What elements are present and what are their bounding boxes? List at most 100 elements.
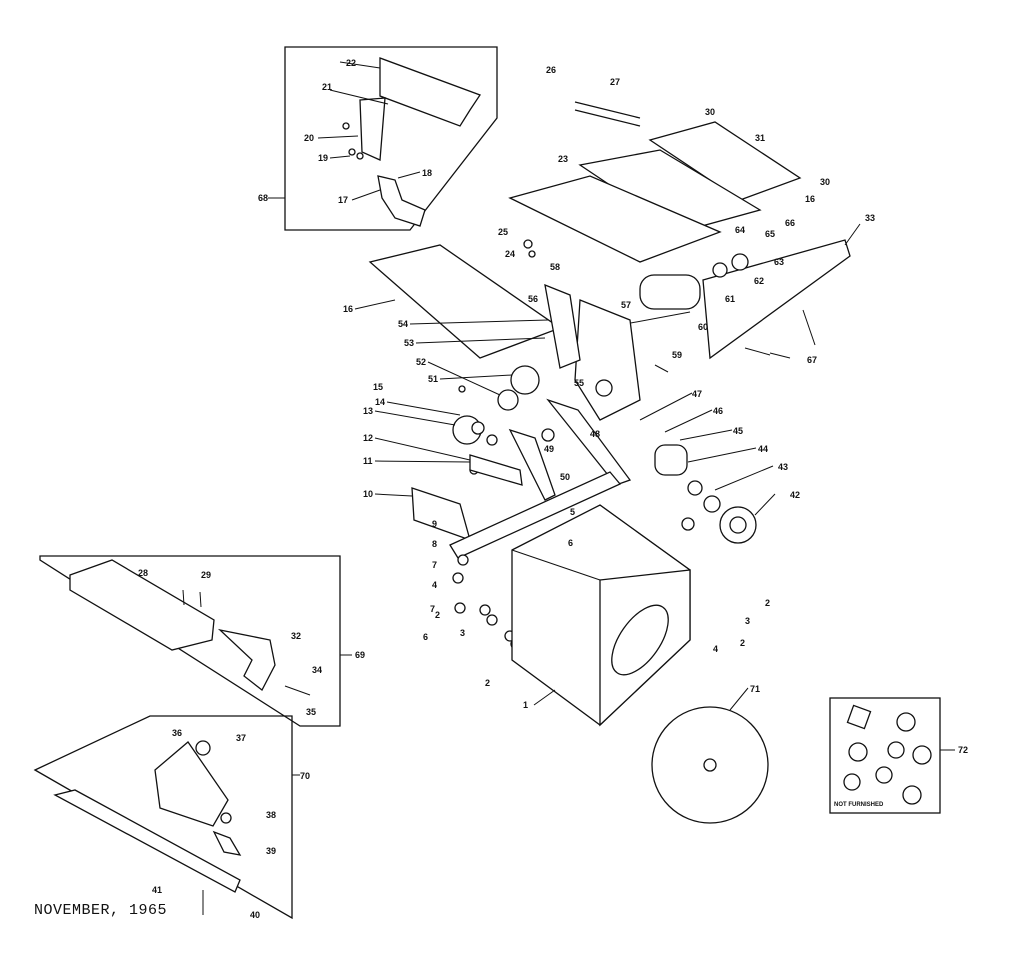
- label-13: 13: [363, 406, 373, 416]
- label-36: 36: [172, 728, 182, 738]
- label-72: 72: [958, 745, 968, 755]
- label-3: 3: [745, 616, 750, 626]
- label-66: 66: [785, 218, 795, 228]
- part-34-pin: [284, 685, 311, 696]
- part-56-plate: [544, 283, 581, 369]
- label-3: 3: [460, 628, 465, 638]
- part-1-cabinet: [511, 504, 691, 727]
- footer-date: NOVEMBER, 1965: [34, 902, 168, 919]
- label-16: 16: [343, 304, 353, 314]
- part-48-yoke: [574, 299, 641, 421]
- part-26-strip: [574, 101, 641, 119]
- label-40: 40: [250, 910, 260, 920]
- label-56: 56: [528, 294, 538, 304]
- label-48: 48: [590, 429, 600, 439]
- label-12: 12: [363, 433, 373, 443]
- label-18: 18: [422, 168, 432, 178]
- inset-69-frame: [39, 555, 341, 727]
- label-30: 30: [705, 107, 715, 117]
- part-32-clamp: [217, 628, 276, 691]
- label-41: 41: [152, 885, 162, 895]
- label-24: 24: [505, 249, 515, 259]
- part-62-washer: [712, 262, 728, 278]
- label-29: 29: [201, 570, 211, 580]
- part-labels: 1 2 2 2 2 3 3 4 4 5 6 6 7 7 8 9 10 11 12…: [138, 58, 968, 920]
- label-4: 4: [713, 644, 718, 654]
- label-5: 5: [570, 507, 575, 517]
- part-64-table: [508, 175, 722, 263]
- label-34: 34: [312, 665, 322, 675]
- label-2: 2: [765, 598, 770, 608]
- part-71-saw-blade: [651, 706, 769, 824]
- inset-72-wrench-kit: NOT FURNISHED: [829, 697, 955, 814]
- label-4: 4: [432, 580, 437, 590]
- inset-70-frame: [33, 715, 293, 920]
- label-54: 54: [398, 319, 408, 329]
- inset-70-miter-gauge: [33, 715, 300, 920]
- label-44: 44: [758, 444, 768, 454]
- part-49-washer: [541, 428, 555, 442]
- label-14: 14: [375, 397, 385, 407]
- label-57: 57: [621, 300, 631, 310]
- label-58: 58: [550, 262, 560, 272]
- part-10-slide: [411, 487, 471, 542]
- part-52-bushing: [497, 389, 519, 411]
- part-59-pin: [654, 364, 669, 373]
- label-6: 6: [423, 632, 428, 642]
- part-63-nut: [731, 253, 749, 271]
- label-27: 27: [610, 77, 620, 87]
- part-50-link: [508, 428, 556, 501]
- part-5-bar: [449, 471, 622, 559]
- label-62: 62: [754, 276, 764, 286]
- part-44-shaft: [654, 444, 688, 476]
- part-37-knob: [195, 740, 211, 756]
- part-43-washer: [703, 495, 721, 513]
- label-43: 43: [778, 462, 788, 472]
- label-68: 68: [258, 193, 268, 203]
- label-42: 42: [790, 490, 800, 500]
- label-46: 46: [713, 406, 723, 416]
- inset-69-rip-fence: [39, 555, 352, 727]
- label-51: 51: [428, 374, 438, 384]
- label-17: 17: [338, 195, 348, 205]
- not-furnished-note: NOT FURNISHED: [834, 802, 884, 808]
- label-65: 65: [765, 229, 775, 239]
- label-38: 38: [266, 810, 276, 820]
- label-59: 59: [672, 350, 682, 360]
- label-20: 20: [304, 133, 314, 143]
- part-60-rod: [619, 311, 691, 326]
- label-71: 71: [750, 684, 760, 694]
- label-21: 21: [322, 82, 332, 92]
- label-1: 1: [523, 700, 528, 710]
- part-21-bracket: [359, 97, 386, 161]
- part-61-shaft: [639, 274, 701, 310]
- label-53: 53: [404, 338, 414, 348]
- part-47-link: [546, 398, 632, 486]
- label-2: 2: [435, 610, 440, 620]
- part-39-stop: [212, 830, 242, 856]
- inset-68-frame: [284, 46, 498, 231]
- part-11-slide: [469, 454, 523, 486]
- label-52: 52: [416, 357, 426, 367]
- part-55-roller: [595, 379, 613, 397]
- label-7: 7: [432, 560, 437, 570]
- label-19: 19: [318, 153, 328, 163]
- label-15: 15: [373, 382, 383, 392]
- label-8: 8: [432, 539, 437, 549]
- part-36-miter-head: [154, 741, 229, 827]
- label-7: 7: [430, 604, 435, 614]
- part-41-miter-bar: [53, 789, 241, 893]
- part-22-guard: [379, 57, 481, 127]
- label-28: 28: [138, 568, 148, 578]
- label-49: 49: [544, 444, 554, 454]
- label-45: 45: [733, 426, 743, 436]
- label-2: 2: [740, 638, 745, 648]
- leader-lines: [354, 223, 861, 711]
- label-25: 25: [498, 227, 508, 237]
- label-23: 23: [558, 154, 568, 164]
- label-32: 32: [291, 631, 301, 641]
- label-37: 37: [236, 733, 246, 743]
- label-22: 22: [346, 58, 356, 68]
- part-33-bar: [702, 239, 851, 360]
